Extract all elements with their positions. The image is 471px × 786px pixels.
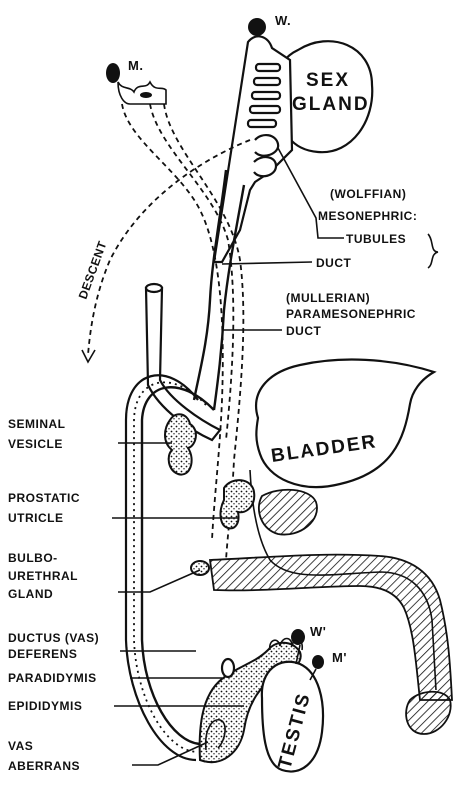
duct-label-2: DUCT	[286, 324, 321, 338]
mullerian-top-blob	[106, 63, 120, 83]
ductus-deferens-label-2: DEFERENS	[8, 647, 77, 661]
prostate	[259, 490, 317, 535]
paradidymis	[222, 659, 234, 677]
prostatic-utricle-label-2: UTRICLE	[8, 511, 64, 525]
bulbourethral-label-2: URETHRAL	[8, 569, 78, 583]
bulbourethral-label-1: BULBO-	[8, 551, 58, 565]
m-bottom-label: M'	[332, 650, 347, 665]
prostatic-utricle	[221, 480, 255, 528]
m-top-label: M.	[128, 58, 143, 73]
paradidymis-label: PARADIDYMIS	[8, 671, 97, 685]
seminal-vesicle-label-1: SEMINAL	[8, 417, 66, 431]
sex-gland-label-2: GLAND	[292, 94, 370, 115]
bladder	[256, 360, 434, 487]
mesonephric-label: MESONEPHRIC:	[318, 209, 417, 223]
glans	[406, 692, 451, 734]
duct-label-1: DUCT	[316, 256, 351, 270]
mullerian-bottom-blob	[312, 655, 324, 669]
prostatic-utricle-label-1: PROSTATIC	[8, 491, 80, 505]
bulbourethral-label-3: GLAND	[8, 587, 53, 601]
epididymis-label: EPIDIDYMIS	[8, 699, 82, 713]
tubules-label: TUBULES	[346, 232, 406, 246]
vas-aberrans-label-1: VAS	[8, 739, 33, 753]
seminal-vesicle-label-2: VESICLE	[8, 437, 63, 451]
w-bottom-label: W'	[310, 624, 326, 639]
ductus-deferens-label-1: DUCTUS (VAS)	[8, 631, 99, 645]
descent-label: DESCENT	[76, 239, 110, 301]
wolffian-top-blob	[248, 18, 266, 36]
mesonephric-duct	[194, 170, 226, 400]
w-top-label: W.	[275, 13, 291, 28]
vas-aberrans-label-2: ABERRANS	[8, 759, 80, 773]
wolffian-label: (WOLFFIAN)	[330, 187, 406, 201]
paramesonephric-label: PARAMESONEPHRIC	[286, 307, 416, 321]
sex-gland-label-1: SEX	[306, 70, 350, 91]
wolffian-bottom-blob	[291, 629, 305, 645]
mullerian-label: (MULLERIAN)	[286, 291, 370, 305]
